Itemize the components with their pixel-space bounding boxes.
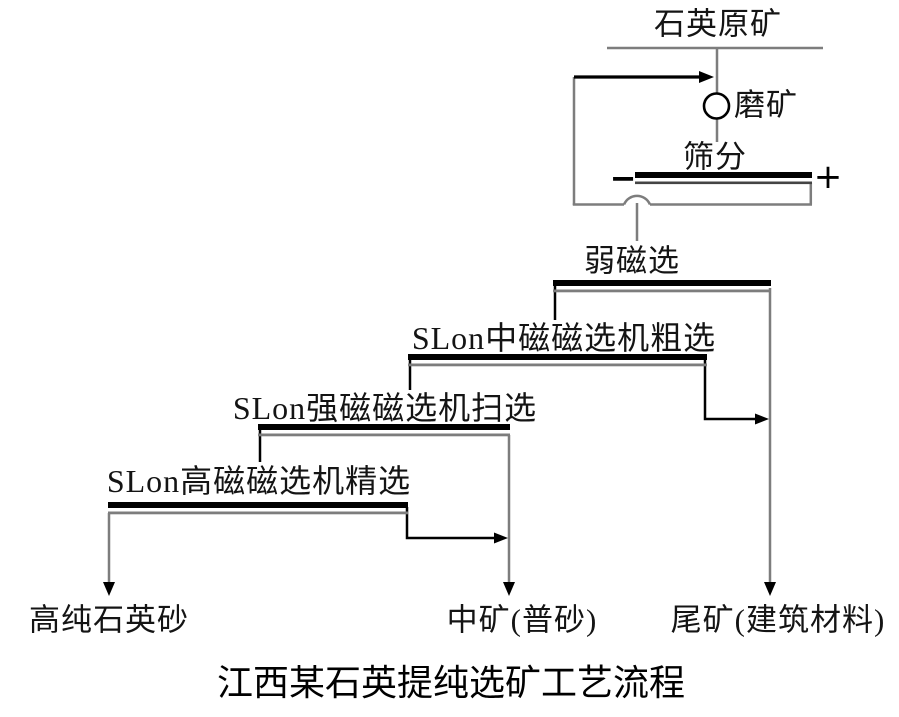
medium-to-tailings-arrowhead-icon xyxy=(755,413,769,425)
medium-mag-bar xyxy=(408,354,707,360)
strong-mag-bar xyxy=(258,424,510,430)
screening-label: 筛分 xyxy=(683,139,747,175)
tailings-arrowhead-icon xyxy=(764,582,776,596)
high-mag-bar-underline xyxy=(108,511,408,515)
strong-mag-bar-underline xyxy=(258,433,510,437)
medium-mag-label: SLon中磁磁选机粗选 xyxy=(411,320,717,356)
middlings-arrowhead-icon xyxy=(503,582,515,596)
recycle-arrowhead-icon xyxy=(699,71,714,83)
medium-mag-right-elbow xyxy=(703,358,757,421)
feed-label: 石英原矿 xyxy=(654,6,782,42)
tailings-label: 尾矿(建筑材料) xyxy=(670,602,886,638)
screen-break-icon xyxy=(622,194,652,206)
weak-mag-label: 弱磁选 xyxy=(584,243,680,279)
high-mag-label: SLon高磁磁选机精选 xyxy=(106,463,412,499)
screen-minus-sign: − xyxy=(609,159,637,197)
screen-plus-sign: + xyxy=(813,157,843,197)
high-mag-right-elbow xyxy=(405,507,497,540)
concentrate-label: 高纯石英砂 xyxy=(29,602,189,638)
grinding-label: 磨矿 xyxy=(734,87,798,123)
screen-bar xyxy=(635,172,812,178)
diagram-caption: 江西某石英提纯选矿工艺流程 xyxy=(216,662,686,703)
grinding-mill-icon xyxy=(702,92,731,120)
high-to-middlings-arrowhead-icon xyxy=(494,532,508,544)
high-mag-bar xyxy=(108,502,408,508)
middlings-label: 中矿(普砂) xyxy=(446,602,598,638)
weak-mag-bar-underline xyxy=(553,289,771,293)
weak-mag-bar xyxy=(553,280,771,286)
concentrate-arrowhead-icon xyxy=(103,582,115,596)
medium-mag-bar-underline xyxy=(408,363,707,367)
strong-mag-label: SLon强磁磁选机扫选 xyxy=(232,390,538,426)
screen-bar-underline xyxy=(635,181,812,185)
